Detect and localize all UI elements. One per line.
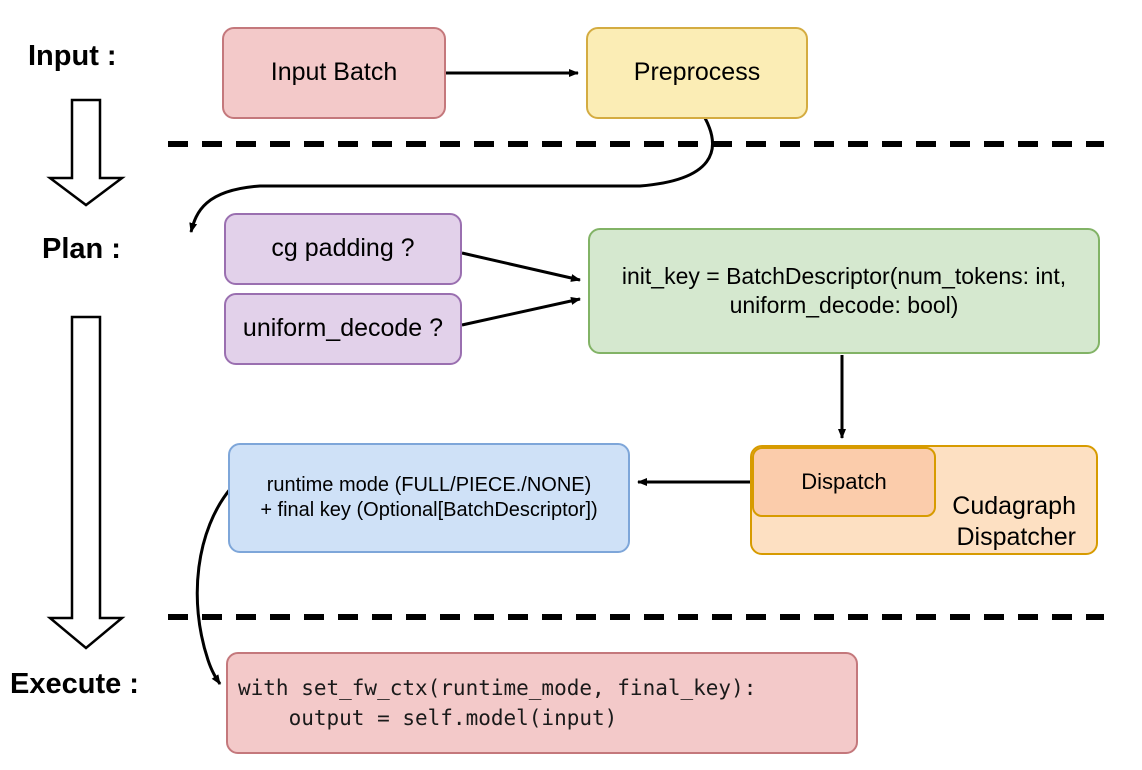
- node-runtime-mode[interactable]: runtime mode (FULL/PIECE./NONE) + final …: [228, 443, 630, 553]
- node-dispatch[interactable]: Dispatch: [752, 447, 936, 517]
- node-init-key[interactable]: init_key = BatchDescriptor(num_tokens: i…: [588, 228, 1100, 354]
- stage-label-execute: Execute :: [10, 668, 139, 700]
- stage-label-input: Input :: [28, 40, 117, 72]
- node-cudagraph-dispatcher-line1: Cudagraph: [952, 491, 1076, 520]
- node-uniform-decode[interactable]: uniform_decode ?: [224, 293, 462, 365]
- stage-arrow-plan-to-execute: [46, 315, 126, 650]
- edge-cg-padding-to-init-key: [461, 251, 581, 282]
- edge-preprocess-to-cg-padding: [189, 117, 714, 233]
- node-cudagraph-dispatcher-line2: Dispatcher: [956, 522, 1077, 551]
- stage-label-plan: Plan :: [42, 233, 121, 265]
- exec-code-text: with set_fw_ctx(runtime_mode, final_key)…: [238, 675, 757, 730]
- node-runtime-mode-line2: + final key (Optional[BatchDescriptor]): [260, 499, 598, 521]
- node-cg-padding[interactable]: cg padding ?: [224, 213, 462, 285]
- node-runtime-mode-line1: runtime mode (FULL/PIECE./NONE): [266, 474, 592, 496]
- edge-runtime-mode-to-exec-code: [195, 487, 233, 685]
- stage-arrow-input-to-plan: [46, 98, 126, 207]
- node-init-key-line1: init_key = BatchDescriptor(num_tokens: i…: [621, 263, 1067, 290]
- node-preprocess[interactable]: Preprocess: [586, 27, 808, 119]
- node-input-batch[interactable]: Input Batch: [222, 27, 446, 119]
- edge-uniform-decode-to-init-key: [461, 297, 581, 327]
- node-init-key-line2: uniform_decode: bool): [729, 292, 959, 318]
- node-exec-code[interactable]: with set_fw_ctx(runtime_mode, final_key)…: [226, 652, 858, 754]
